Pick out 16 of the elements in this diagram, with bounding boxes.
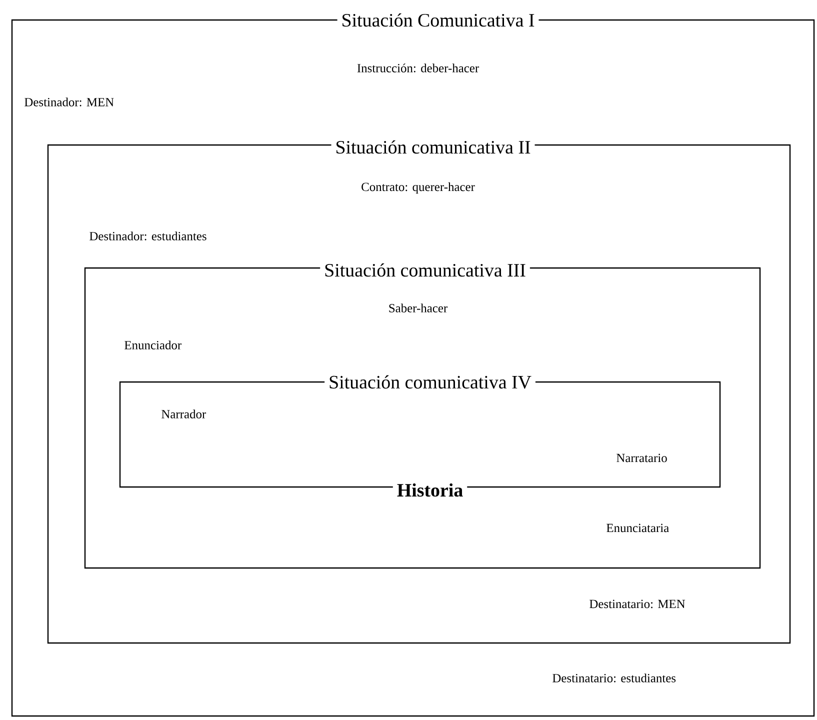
box-title: Historia xyxy=(392,482,468,498)
box-text: Destinador: estudiantes xyxy=(90,232,206,240)
box-text: Destinatario: MEN xyxy=(590,600,686,608)
box-text: Contrato: querer-hacer xyxy=(362,182,475,194)
box-text: Saber-hacer xyxy=(389,304,448,312)
box-text: Narratario xyxy=(616,454,667,462)
box-text: Instrucción: deber-hacer xyxy=(357,64,479,72)
box-title: Situación Comunicativa I xyxy=(337,12,539,28)
box-title: Situación comunicativa III xyxy=(320,262,530,278)
box-text: Enunciataria xyxy=(606,524,669,532)
box-text: Narrador xyxy=(162,410,206,418)
box-title: Situación comunicativa II xyxy=(331,139,535,155)
box-text: Destinatario: estudiantes xyxy=(552,674,676,682)
box-title: Situación comunicativa IV xyxy=(324,374,536,390)
box-text: Enunciador xyxy=(124,340,182,350)
box-text: Destinador: MEN xyxy=(24,98,114,106)
